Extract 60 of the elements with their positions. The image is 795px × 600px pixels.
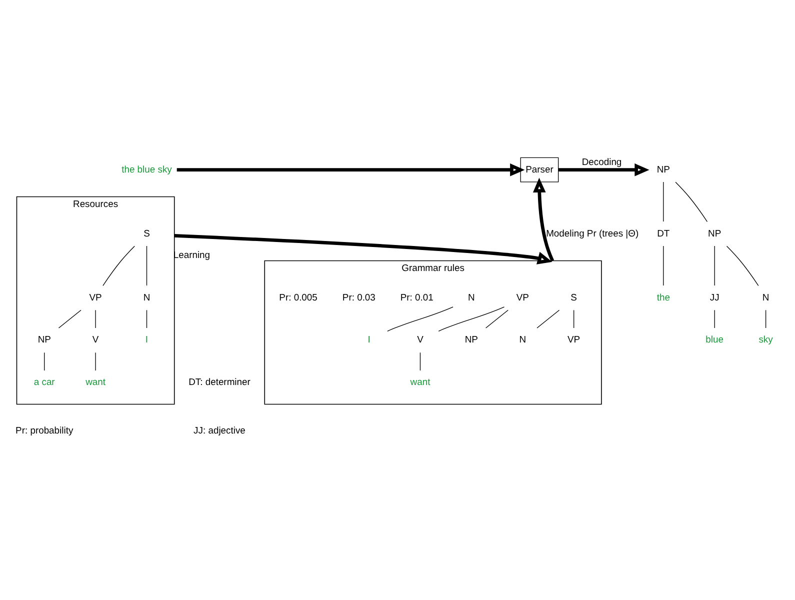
arrow — [532, 177, 554, 261]
arrow — [176, 162, 525, 176]
node-text: V — [92, 333, 99, 344]
edge-label: Modeling Pr (trees |Θ) — [546, 226, 639, 238]
node-text: S — [570, 290, 577, 302]
label: Pr: 0.01 — [400, 290, 434, 302]
node-box: Parser — [520, 156, 559, 182]
node-text: N — [762, 290, 770, 302]
node-text: N — [143, 290, 150, 302]
connector — [714, 309, 715, 328]
connector — [102, 245, 135, 286]
node-text: V — [417, 333, 424, 344]
connector — [663, 245, 664, 286]
connector — [95, 352, 96, 370]
node-text: VP — [89, 290, 102, 302]
node-text: blue — [706, 333, 724, 344]
connector — [573, 309, 574, 328]
node-text: NP — [656, 162, 670, 174]
node-text: N — [519, 333, 526, 344]
connector — [714, 245, 715, 286]
node-text: the blue sky — [122, 162, 172, 174]
connector — [95, 309, 96, 328]
connector — [536, 309, 560, 328]
node-text: NP — [464, 333, 478, 344]
connector — [726, 245, 759, 286]
label: JJ: adjective — [194, 424, 246, 436]
node-text: want — [86, 376, 106, 387]
arrow — [174, 233, 552, 264]
connector — [438, 306, 505, 331]
label: Pr: 0.005 — [279, 290, 318, 302]
connector — [146, 309, 148, 328]
node-text: N — [468, 290, 475, 302]
connector — [387, 306, 454, 331]
node-text: JJ — [710, 290, 720, 302]
node-text: a car — [34, 376, 55, 387]
arrow — [558, 162, 650, 176]
connector — [663, 181, 664, 222]
connector — [58, 309, 82, 328]
connector — [44, 352, 45, 370]
label: Pr: 0.03 — [342, 290, 376, 302]
connector — [765, 309, 766, 328]
node-text: NP — [38, 333, 51, 344]
connector — [146, 245, 148, 286]
edge-label: Decoding — [582, 156, 622, 167]
label: Pr: probability — [16, 424, 74, 436]
connector — [420, 352, 421, 370]
node-text: I — [145, 333, 148, 344]
node-text: VP — [568, 333, 580, 344]
node-text: NP — [708, 226, 722, 238]
label: DT: determiner — [188, 376, 250, 387]
node-text: VP — [516, 290, 529, 302]
connector — [675, 181, 708, 222]
node-text: I — [368, 333, 370, 344]
node-text: the — [656, 290, 670, 302]
node-text: sky — [758, 333, 773, 344]
connector — [485, 309, 508, 328]
node-text: S — [144, 226, 150, 238]
node-text: want — [410, 376, 430, 387]
node-text: DT — [657, 226, 670, 238]
edge-label: Learning — [173, 248, 210, 260]
